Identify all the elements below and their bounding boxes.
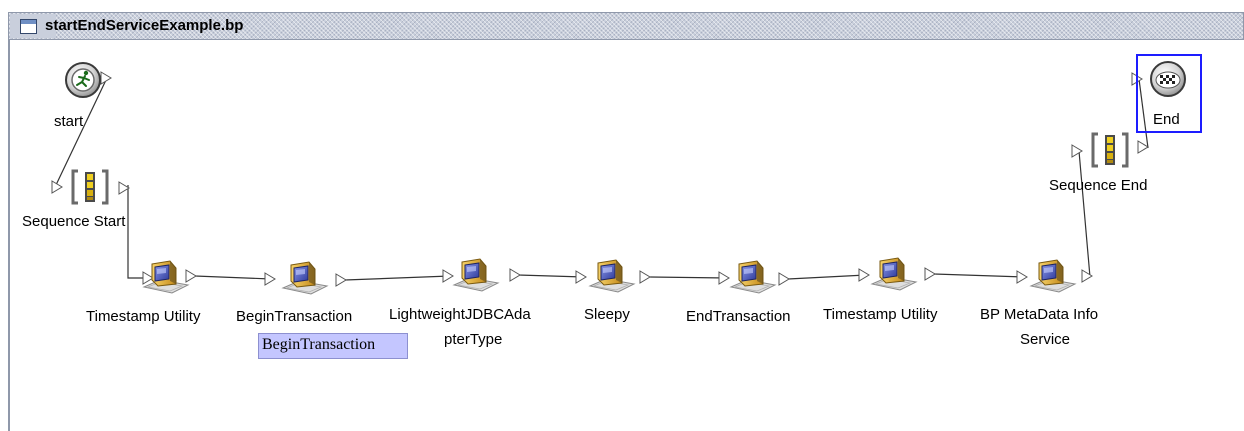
title-label-area: startEndServiceExample.bp xyxy=(10,14,243,38)
computer-service-icon xyxy=(1030,259,1076,293)
computer-service-icon xyxy=(453,258,499,292)
service-label-line2: Service xyxy=(1020,331,1071,348)
sequence-start-node[interactable] xyxy=(71,169,109,205)
computer-service-icon xyxy=(871,257,917,291)
computer-service-icon xyxy=(730,260,776,294)
sequence-start-label: Sequence Start xyxy=(22,213,126,230)
connectors xyxy=(55,78,1149,281)
end-node[interactable] xyxy=(1150,61,1186,97)
service-label: Timestamp Utility xyxy=(86,308,201,325)
service-label: BP MetaData Info xyxy=(980,306,1099,323)
start-label: start xyxy=(54,113,84,130)
service-node-begin-transaction[interactable] xyxy=(282,261,328,295)
service-node-bp-metadata-info[interactable] xyxy=(1030,259,1076,293)
service-node-timestamp-utility-2[interactable] xyxy=(871,257,917,291)
canvas-left-border xyxy=(8,40,10,431)
end-node-selection[interactable] xyxy=(1136,54,1202,133)
window-title-bar[interactable]: startEndServiceExample.bp xyxy=(8,12,1244,40)
service-label: Timestamp Utility xyxy=(823,306,938,323)
service-node-sleepy[interactable] xyxy=(589,259,635,293)
sequence-bracket-icon xyxy=(71,169,109,205)
window-title: startEndServiceExample.bp xyxy=(45,17,244,34)
service-node-end-transaction[interactable] xyxy=(730,260,776,294)
service-node-lightweight-jdbc[interactable] xyxy=(453,258,499,292)
sequence-bracket-icon xyxy=(1091,132,1129,168)
checkered-flag-icon xyxy=(1150,61,1186,97)
sequence-end-node[interactable] xyxy=(1091,132,1129,168)
computer-service-icon xyxy=(282,261,328,295)
connector-ports xyxy=(51,71,1149,287)
window-icon xyxy=(20,19,37,34)
computer-service-icon xyxy=(589,259,635,293)
service-label: EndTransaction xyxy=(686,308,791,325)
end-label: End xyxy=(1153,111,1180,128)
service-label-line2: pterType xyxy=(444,331,503,348)
component-label-box[interactable] xyxy=(258,333,408,359)
running-person-icon xyxy=(65,62,101,98)
service-label: BeginTransaction xyxy=(236,308,353,325)
component-label: BeginTransaction xyxy=(262,336,376,353)
sequence-end-label: Sequence End xyxy=(1049,177,1148,194)
service-label: Sleepy xyxy=(584,306,630,323)
service-label: LightweightJDBCAda xyxy=(389,306,531,323)
start-node[interactable] xyxy=(65,62,101,98)
